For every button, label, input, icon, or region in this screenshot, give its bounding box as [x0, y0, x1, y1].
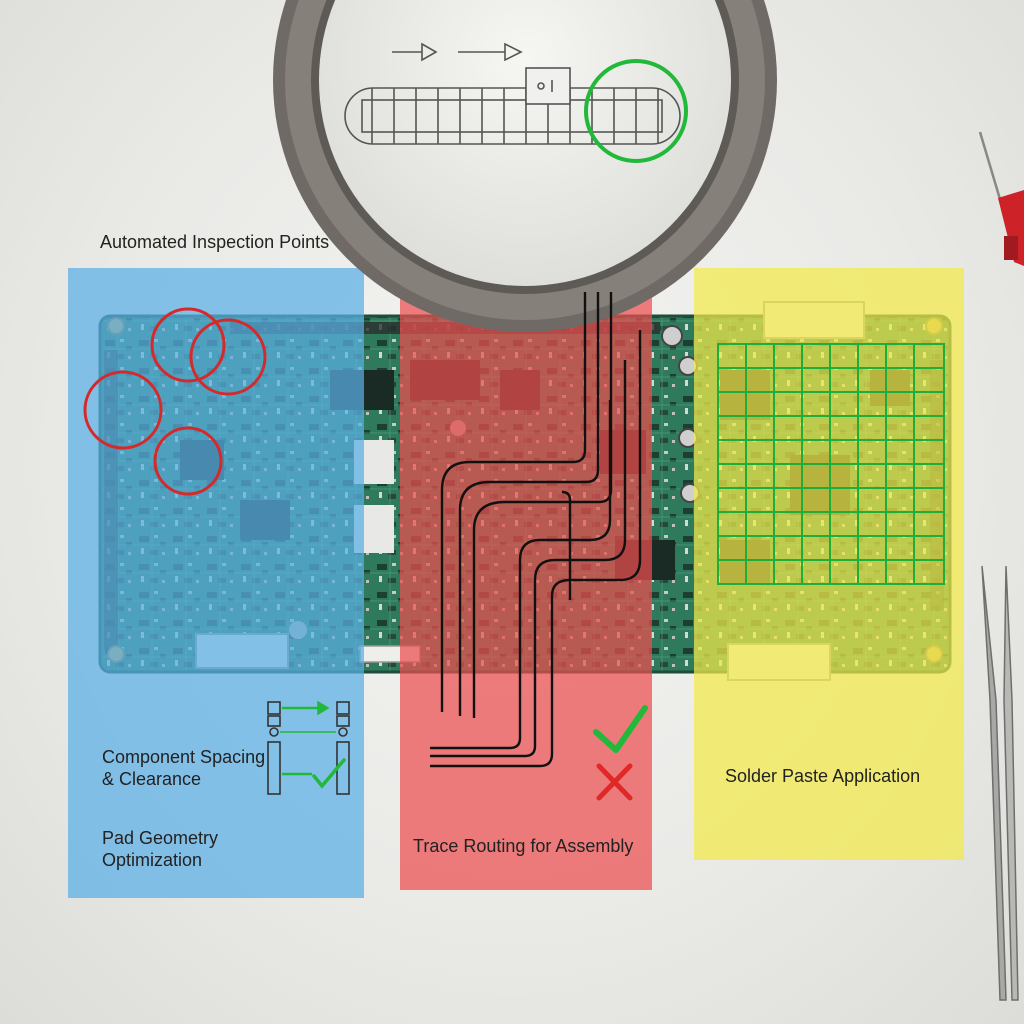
tweezers [981, 565, 1019, 1001]
label-component-spacing-line2: & Clearance [102, 769, 202, 789]
label-solder-paste: Solder Paste Application [725, 766, 921, 786]
label-component-spacing-line1: Component Spacing [102, 747, 266, 767]
label-pad-geometry-line1: Pad Geometry [102, 828, 219, 848]
label-component-spacing: Component Spacing & Clearance [102, 746, 265, 790]
check-icon [593, 705, 648, 753]
label-trace-routing: Trace Routing for Assembly [413, 836, 634, 856]
label-pad-geometry-line2: Optimization [102, 850, 203, 870]
inspection-highlight-circle [584, 59, 688, 163]
test-probe [978, 131, 1024, 266]
trace-routing-lines [430, 292, 642, 768]
spacing-clearance-icon [267, 700, 350, 795]
magnifying-glass [273, 0, 777, 332]
label-automated-inspection: Automated Inspection Points [100, 232, 330, 252]
cross-icon [596, 763, 633, 801]
inspection-circles [83, 307, 267, 496]
conveyor-sketch [344, 42, 681, 145]
zone-blue [68, 268, 364, 898]
label-pad-geometry: Pad Geometry Optimization [102, 827, 218, 871]
solder-paste-grid [717, 343, 945, 585]
